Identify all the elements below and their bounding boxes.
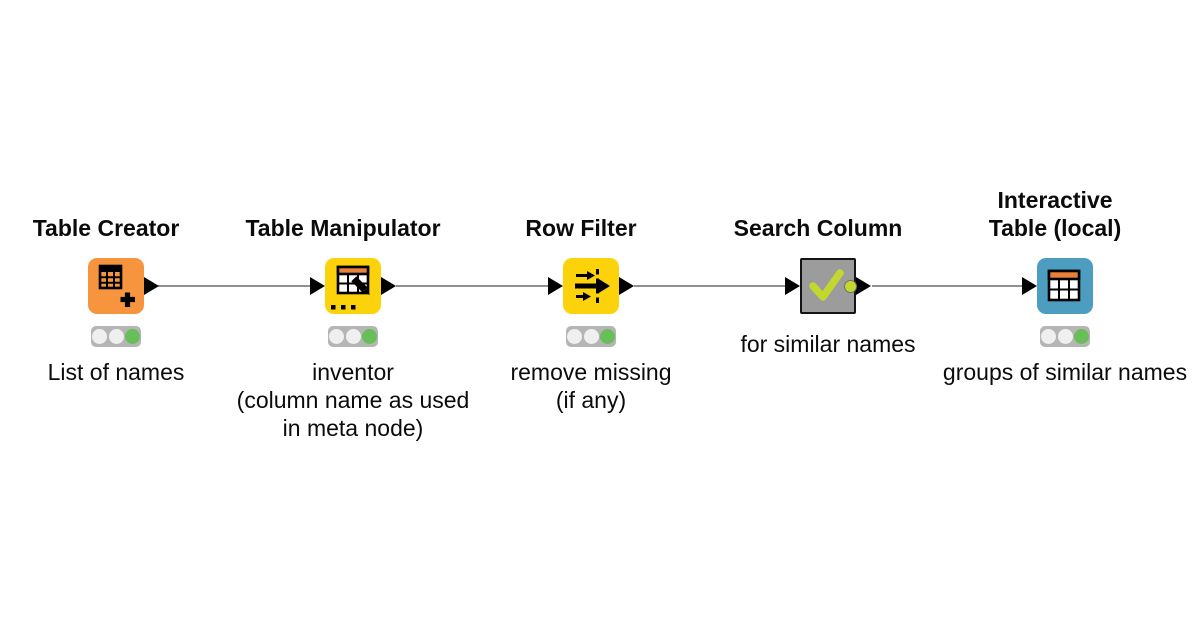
node-title: Table Manipulator [245, 215, 441, 241]
node-interactive-table-local[interactable]: Interactive Table (local) groups of simi… [905, 184, 1200, 386]
traffic-light-red [92, 329, 107, 344]
traffic-light-green [1074, 329, 1089, 344]
node-annotation: List of names [47, 359, 185, 385]
node-table-creator[interactable]: Table Creator List of names [0, 184, 276, 386]
table-creator-icon[interactable] [88, 258, 144, 314]
checkmark-glyph [809, 269, 844, 301]
node-annotation: inventor (column name as used in meta no… [236, 359, 470, 441]
component-port-dot[interactable] [843, 279, 857, 293]
traffic-light-yellow [1057, 329, 1073, 344]
traffic-light [91, 326, 141, 347]
connection-wire[interactable] [158, 285, 310, 287]
node-table-manipulator[interactable]: Table Manipulator [193, 184, 513, 442]
interactive-table-icon[interactable] [1037, 258, 1093, 314]
output-port[interactable] [144, 276, 159, 295]
output-port[interactable] [381, 276, 396, 295]
traffic-light-yellow [108, 329, 124, 344]
node-title: Table Creator [32, 215, 180, 241]
traffic-light-yellow [583, 329, 599, 344]
node-title: Row Filter [525, 215, 637, 241]
traffic-light-green [125, 329, 140, 344]
node-annotation: for similar names [740, 331, 916, 357]
node-annotation: groups of similar names [942, 359, 1188, 385]
node-annotation: remove missing (if any) [510, 359, 672, 413]
traffic-light-red [567, 329, 582, 344]
traffic-light-red [329, 329, 344, 344]
input-port[interactable] [1022, 276, 1037, 295]
traffic-light [566, 326, 616, 347]
connection-wire[interactable] [872, 285, 1022, 287]
node-row-filter[interactable]: Row Filter remove missing (if an [431, 184, 751, 414]
output-port[interactable] [619, 276, 634, 295]
traffic-light-yellow [345, 329, 361, 344]
node-search-column[interactable]: Search Column for similar names [668, 184, 988, 358]
traffic-light [328, 326, 378, 347]
traffic-light-red [1041, 329, 1056, 344]
traffic-light-green [600, 329, 615, 344]
traffic-light [1040, 326, 1090, 347]
traffic-light-green [362, 329, 377, 344]
table-plus-glyph [98, 264, 135, 307]
connection-wire[interactable] [396, 285, 548, 287]
input-port[interactable] [785, 276, 800, 295]
output-port[interactable] [856, 276, 871, 295]
node-title: Interactive Table (local) [988, 187, 1122, 241]
connection-wire[interactable] [634, 285, 786, 287]
row-filter-icon[interactable] [563, 258, 619, 314]
input-port[interactable] [548, 276, 563, 295]
input-port[interactable] [310, 276, 325, 295]
table-manipulator-icon[interactable] [325, 258, 381, 314]
filter-arrows-glyph [575, 269, 610, 303]
table-view-glyph [1047, 269, 1081, 302]
node-title: Search Column [733, 215, 903, 241]
table-edit-glyph [331, 265, 370, 310]
